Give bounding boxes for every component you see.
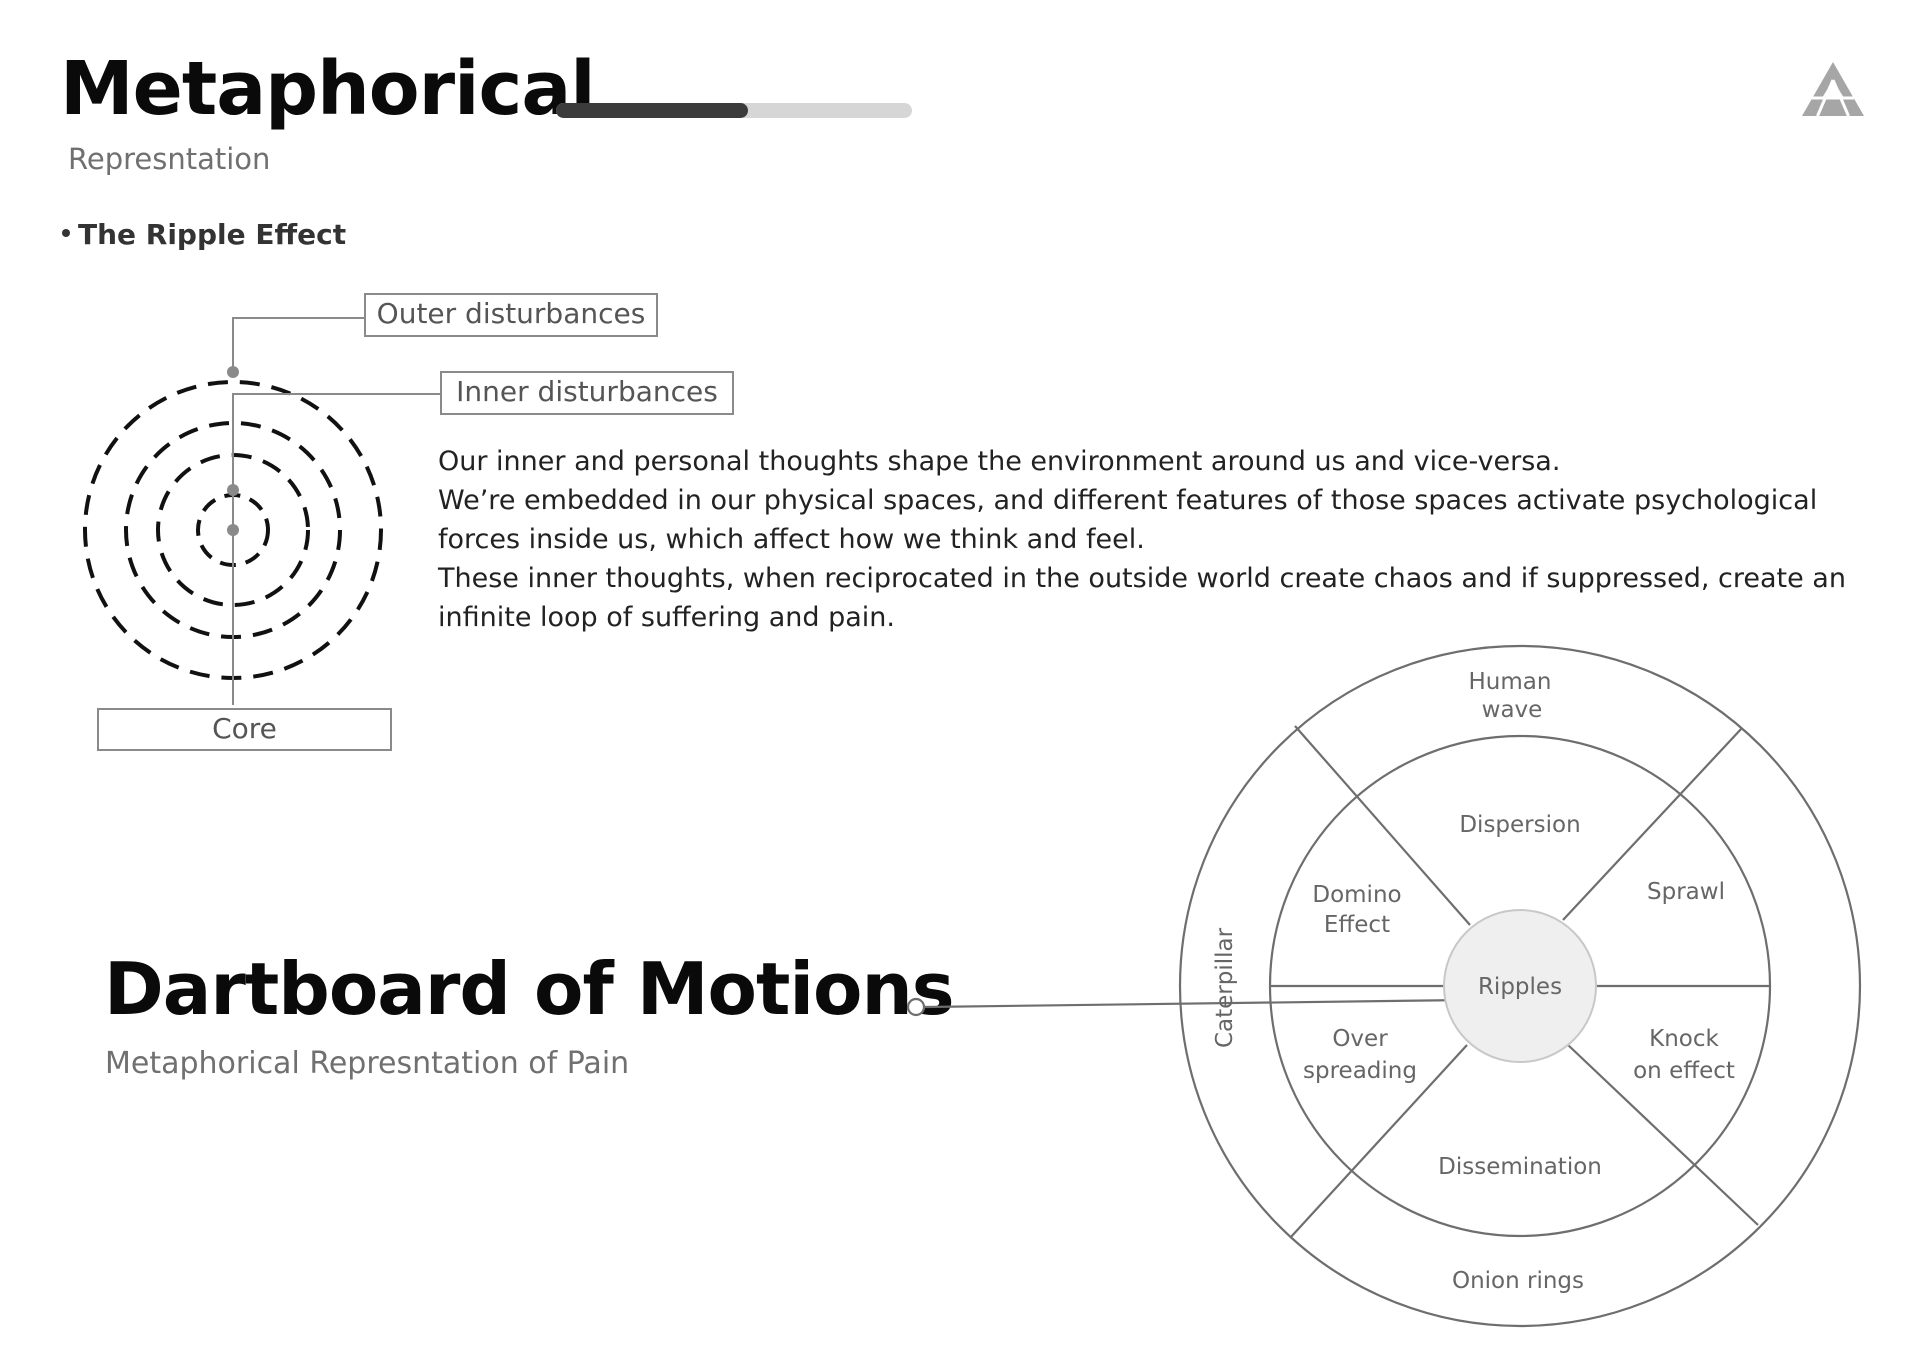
dartboard-title: Dartboard of Motions bbox=[104, 947, 955, 1031]
spoke-upper-left bbox=[1294, 725, 1471, 926]
segment-upper-left-label-line1: Domino bbox=[1312, 882, 1401, 908]
segment-top-label: Dispersion bbox=[1459, 812, 1580, 838]
page-subtitle: Represntation bbox=[68, 142, 271, 176]
spoke-upper-right bbox=[1562, 727, 1743, 921]
core-label: Core bbox=[97, 708, 392, 751]
segment-bottom-label: Dissemination bbox=[1438, 1154, 1602, 1180]
outer-top-label-line2: wave bbox=[1482, 697, 1543, 723]
segment-upper-right-label: Sprawl bbox=[1647, 879, 1725, 905]
ripple-effect-heading: The Ripple Effect bbox=[62, 218, 346, 251]
pointer-handle-icon bbox=[906, 997, 926, 1017]
segment-lower-right-label-line1: Knock bbox=[1649, 1026, 1719, 1052]
center-circle bbox=[1443, 909, 1597, 1063]
pointer-line bbox=[924, 998, 1468, 1009]
segment-lower-left-label-line2: spreading bbox=[1303, 1058, 1417, 1084]
bullet-dot-icon bbox=[62, 229, 70, 237]
inner-connector-dot bbox=[227, 484, 239, 496]
ripple-paragraph: Our inner and personal thoughts shape th… bbox=[438, 446, 1561, 477]
ripple-paragraph: We’re embedded in our physical spaces, a… bbox=[438, 485, 1818, 555]
dartboard-subtitle: Metaphorical Represntation of Pain bbox=[105, 1046, 630, 1081]
outer-connector-dot bbox=[227, 366, 239, 378]
center-label: Ripples bbox=[1478, 974, 1562, 1000]
page-title: Metaphorical bbox=[60, 46, 596, 132]
progress-bar-fill bbox=[556, 103, 749, 118]
inner-disturbances-label: Inner disturbances bbox=[440, 371, 734, 415]
inner-connector-line bbox=[232, 393, 440, 705]
dartboard-outer-ring bbox=[1178, 644, 1862, 1328]
spoke-lower-left bbox=[1289, 1044, 1468, 1239]
segment-lower-left-label-line1: Over bbox=[1332, 1026, 1388, 1052]
core-connector-dot bbox=[227, 524, 239, 536]
progress-bar bbox=[556, 103, 912, 118]
outer-left-label: Caterpillar bbox=[1212, 927, 1238, 1048]
outer-top-label-line1: Human bbox=[1469, 669, 1552, 695]
outer-bottom-label: Onion rings bbox=[1452, 1268, 1584, 1294]
ripple-paragraph: These inner thoughts, when reciprocated … bbox=[438, 563, 1846, 633]
outer-disturbances-label: Outer disturbances bbox=[364, 293, 658, 337]
outer-connector-line bbox=[232, 317, 364, 372]
spoke-lower-right bbox=[1566, 1043, 1759, 1226]
ripple-description: Our inner and personal thoughts shape th… bbox=[438, 442, 1878, 637]
segment-upper-left-label-line2: Effect bbox=[1324, 912, 1390, 938]
triangle-logo-icon bbox=[1802, 62, 1864, 117]
segment-lower-right-label-line2: on effect bbox=[1633, 1058, 1735, 1084]
